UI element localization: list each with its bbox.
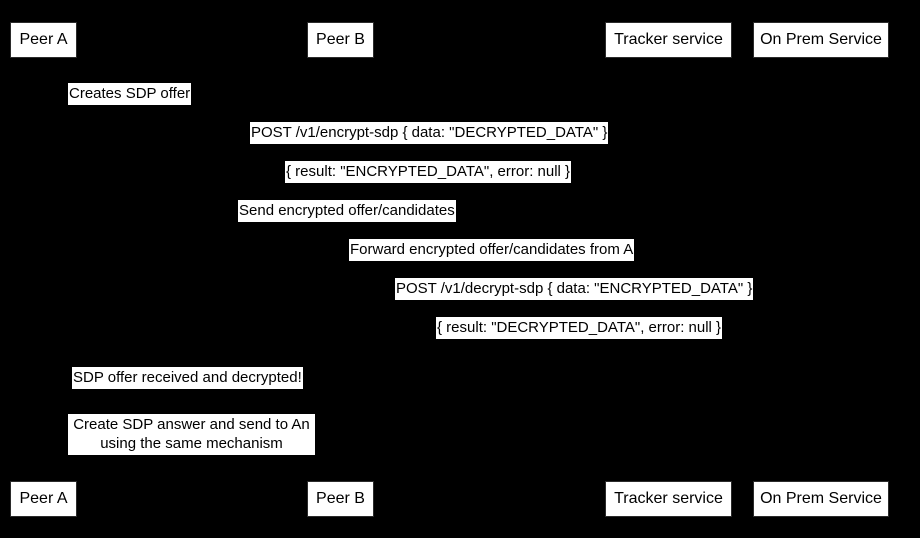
lifeline-on-prem-service [821,58,822,480]
participant-bottom-peer-b[interactable]: Peer B [307,481,374,517]
message-label-create-sdp-answer-line2: using the same mechanism [100,435,283,452]
participant-top-on-prem-service[interactable]: On Prem Service [753,22,889,58]
arrow-result-decrypted-data [340,340,821,341]
arrow-sdp-offer-received [43,390,123,391]
arrow-forward-encrypted-offer [340,262,668,263]
message-label-create-sdp-answer-line1: Create SDP answer and send to An [73,416,310,433]
lifeline-tracker-service [668,58,669,480]
lifeline-peer-b [340,58,341,480]
participant-bottom-on-prem-service[interactable]: On Prem Service [753,481,889,517]
message-label-result-encrypted-data: { result: "ENCRYPTED_DATA", error: null … [285,161,572,183]
message-label-create-sdp-answer: Create SDP answer and send to An using t… [68,414,315,455]
message-label-creates-sdp-offer: Creates SDP offer [68,83,192,105]
arrow-post-encrypt-sdp [43,145,821,146]
message-label-post-encrypt-sdp: POST /v1/encrypt-sdp { data: "DECRYPTED_… [250,122,609,144]
message-label-post-decrypt-sdp: POST /v1/decrypt-sdp { data: "ENCRYPTED_… [395,278,754,300]
arrow-post-decrypt-sdp [340,301,821,302]
arrow-creates-sdp-offer [43,106,123,107]
participant-bottom-tracker-service[interactable]: Tracker service [605,481,732,517]
participant-bottom-peer-a[interactable]: Peer A [10,481,77,517]
message-label-result-decrypted-data: { result: "DECRYPTED_DATA", error: null … [436,317,723,339]
message-label-forward-encrypted-offer: Forward encrypted offer/candidates from … [349,239,635,261]
arrow-send-encrypted-offer [43,223,668,224]
participant-top-tracker-service[interactable]: Tracker service [605,22,732,58]
participant-top-peer-a[interactable]: Peer A [10,22,77,58]
arrow-result-encrypted-data [43,184,821,185]
arrow-create-sdp-answer [43,455,123,456]
message-label-send-encrypted-offer: Send encrypted offer/candidates [238,200,456,222]
participant-top-peer-b[interactable]: Peer B [307,22,374,58]
lifeline-peer-a [43,58,44,480]
message-label-sdp-offer-received: SDP offer received and decrypted! [72,367,303,389]
